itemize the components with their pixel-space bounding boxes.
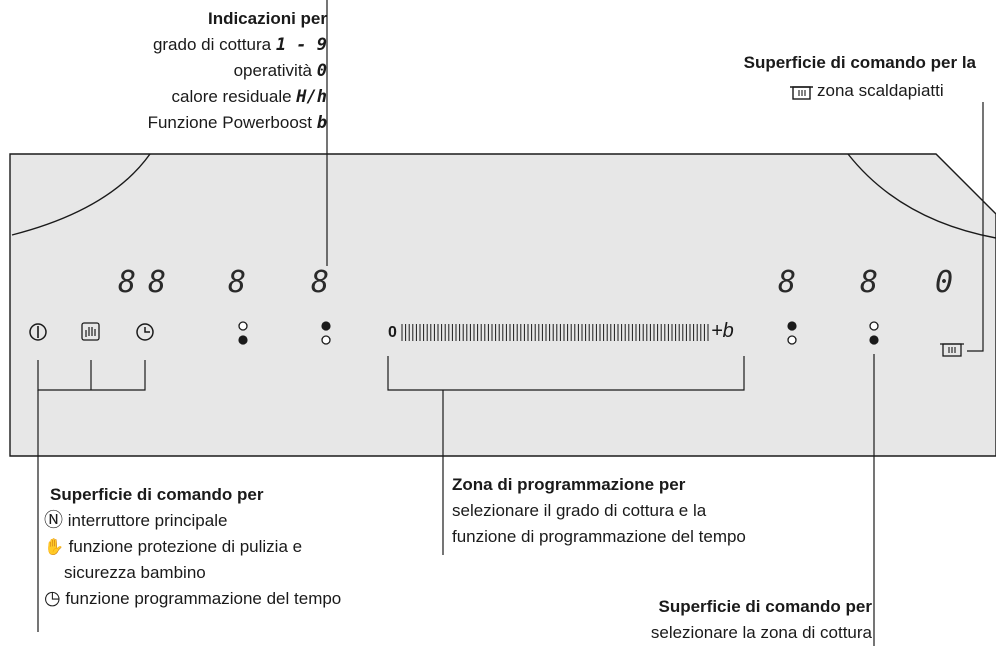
bottom-right-callout-title: Superficie di comando per [658, 597, 873, 616]
timer-display-digit-1: 8 [118, 265, 137, 300]
clock-icon[interactable] [136, 323, 154, 341]
middle-callout-line-2: funzione di programmazione del tempo [452, 527, 746, 546]
top-callout-line-1: grado di cottura 1 - 9 [153, 34, 327, 56]
zone-display-2: 8 [311, 265, 330, 300]
zone-indicator-1[interactable] [238, 321, 248, 345]
zone-display-1: 8 [228, 265, 247, 300]
timer-function-label: funzione programmazione del tempo [65, 589, 342, 608]
left-callout-item-3: sicurezza bambino [64, 563, 206, 582]
slider-start-label: 0 [388, 324, 397, 341]
cooking-level-label: grado di cottura [152, 35, 272, 54]
warming-zone-icon[interactable] [940, 343, 964, 357]
residual-heat-code: H/h [296, 87, 327, 107]
slider-end-label[interactable]: +b [711, 320, 734, 342]
warmer-display: 0 [935, 265, 954, 300]
zone-indicator-4[interactable] [869, 321, 879, 345]
warming-zone-text-icon [790, 86, 813, 100]
warmer-callout-line: zona scaldapiatti [817, 81, 944, 100]
control-panel [9, 153, 996, 457]
hand-lock-icon[interactable] [81, 322, 100, 341]
clock-text-icon: ◷ [44, 588, 61, 609]
cleaning-protection-label: funzione protezione di pulizia e [68, 537, 303, 556]
cooking-zone-arc-right [847, 153, 996, 239]
power-icon[interactable] [29, 323, 47, 341]
top-callout-line-2: operatività 0 [234, 60, 327, 82]
zone-indicator-2[interactable] [321, 321, 331, 345]
top-callout-line-4: Funzione Powerboost b [148, 112, 327, 134]
slider-bracket [387, 356, 745, 391]
middle-callout-title: Zona di programmazione per [452, 475, 686, 494]
operativity-code: 0 [316, 61, 327, 81]
zone-display-4: 8 [860, 265, 879, 300]
cooking-zone-arc-left [11, 153, 151, 236]
powerboost-label: Funzione Powerboost [147, 113, 313, 132]
middle-callout-line-1: selezionare il grado di cottura e la [452, 501, 707, 520]
warmer-leader [967, 102, 984, 352]
left-callout-title: Superficie di comando per [50, 485, 264, 504]
top-callout-title: Indicazioni per [207, 9, 327, 28]
residual-heat-label: calore residuale [171, 87, 292, 106]
operativity-label: operatività [233, 61, 313, 80]
warmer-callout-title: Superficie di comando per la [743, 53, 976, 72]
left-callout-item-1: Ⓝ interruttore principale [44, 510, 227, 532]
bottom-right-callout-line: selezionare la zona di cottura [650, 623, 872, 642]
top-callout-line-3: calore residuale H/h [172, 86, 327, 108]
main-switch-label: interruttore principale [67, 511, 228, 530]
zone-indicator-3[interactable] [787, 321, 797, 345]
power-text-icon: Ⓝ [44, 510, 64, 531]
powerboost-code: b [316, 113, 327, 133]
zone-display-3: 8 [778, 265, 797, 300]
left-callout-item-2: ✋ funzione protezione di pulizia e [44, 536, 302, 559]
hand-lock-text-icon: ✋ [44, 539, 64, 556]
slider-scale[interactable] [401, 324, 709, 341]
left-callout-item-4: ◷ funzione programmazione del tempo [44, 588, 341, 610]
timer-display-digit-2: 8 [148, 265, 167, 300]
cooking-level-code: 1 - 9 [275, 35, 327, 55]
